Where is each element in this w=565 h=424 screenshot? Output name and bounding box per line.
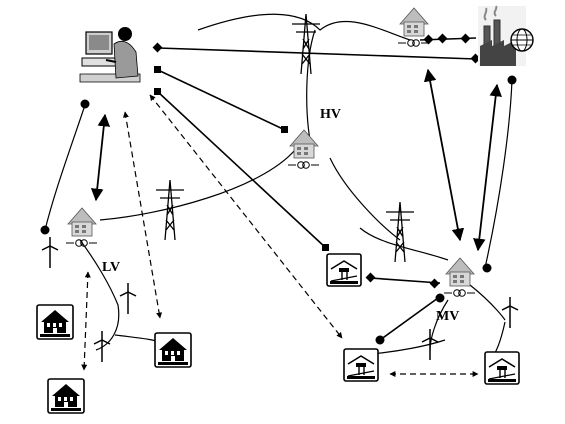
industrial-load-icon-hv — [326, 253, 362, 287]
data-flows — [81, 94, 479, 377]
wind-turbine-icon-3 — [93, 330, 111, 363]
label-lv: LV — [102, 260, 120, 275]
label-mv: MV — [436, 309, 459, 324]
substation-icon-mv — [443, 257, 476, 297]
house-icon-2 — [154, 332, 192, 368]
switch-device-icon-mv-right — [484, 351, 520, 385]
operator-computer-icon — [79, 27, 141, 83]
substation-icon-hv — [287, 129, 320, 169]
wind-turbine-icon-5 — [421, 328, 439, 361]
house-icon-1 — [36, 304, 74, 340]
globe-icon — [510, 28, 534, 52]
transmission-tower-icon-1 — [291, 13, 321, 75]
label-hv: HV — [320, 107, 341, 122]
switch-device-icon-mv-left — [343, 348, 379, 382]
bidirectional-comm — [90, 68, 502, 252]
transmission-tower-icon-2 — [155, 179, 185, 241]
control-links — [157, 37, 477, 341]
wind-turbine-icon-1 — [41, 236, 59, 269]
substation-icon-lv — [65, 207, 98, 247]
wind-turbine-icon-2 — [119, 282, 137, 315]
power-plant-icon — [478, 5, 526, 66]
house-icon-3 — [47, 378, 85, 414]
